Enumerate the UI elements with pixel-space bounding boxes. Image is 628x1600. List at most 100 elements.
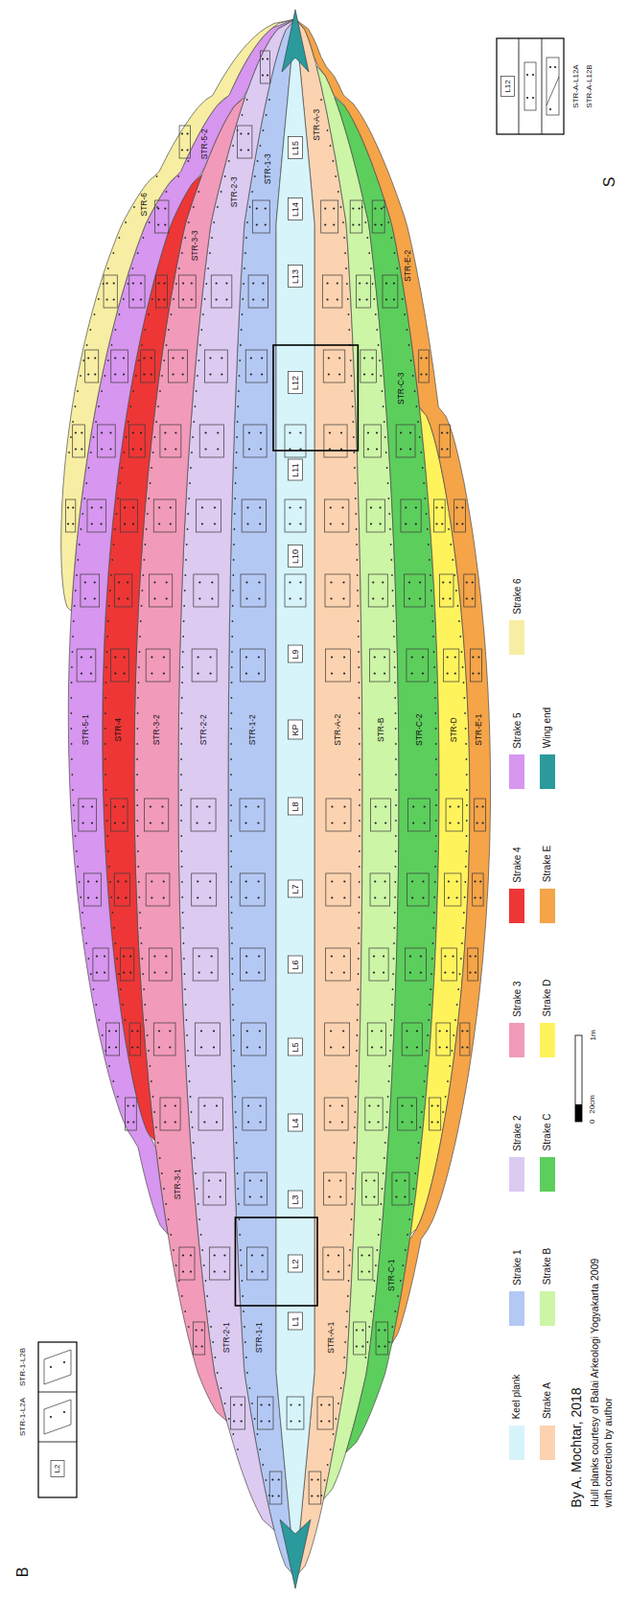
lug-hole (182, 298, 185, 301)
dowel-dot (232, 973, 234, 976)
dowel-dot (139, 927, 142, 930)
dowel-dot (178, 267, 181, 270)
dowel-dot (343, 1356, 346, 1359)
lashing-lug (440, 574, 454, 607)
dowel-dot (355, 543, 358, 546)
lug-hole (425, 356, 428, 359)
lug-hole (368, 1120, 371, 1123)
dowel-dot (72, 620, 75, 623)
lug-hole (416, 1046, 419, 1048)
lug-hole (371, 1046, 373, 1048)
dowel-dot (181, 712, 184, 715)
lug-hole (190, 298, 193, 301)
lug-hole (200, 1029, 203, 1032)
dowel-dot (234, 466, 237, 469)
lug-hole (338, 356, 341, 359)
lug-hole (381, 597, 384, 600)
dowel-dot (326, 1464, 329, 1466)
lashing-lug (397, 1097, 418, 1131)
lug-hole (67, 506, 70, 509)
dowel-dot (68, 451, 70, 454)
dowel-dot (337, 190, 340, 193)
lashing-lug (256, 1396, 274, 1430)
dowel-dot (431, 957, 434, 960)
strake-band (61, 19, 296, 612)
dowel-dot (461, 942, 464, 945)
lug-hole (181, 148, 184, 151)
dowel-dot (241, 114, 244, 117)
dowel-dot (465, 727, 467, 730)
dowel-dot (155, 1126, 158, 1129)
dowel-dot (234, 482, 237, 485)
dowel-dot (368, 1325, 371, 1328)
dowel-dot (72, 804, 75, 807)
lashing-lug (323, 349, 346, 383)
dowel-dot (75, 850, 78, 853)
lashing-lug (192, 948, 218, 981)
plank-number-box (288, 880, 303, 898)
dowel-dot (349, 359, 352, 362)
strake-band (68, 19, 296, 1235)
lug-hole (87, 880, 90, 883)
lug-hole (210, 954, 213, 957)
lug-hole (421, 880, 424, 883)
dowel-dot (106, 635, 109, 638)
lug-hole (471, 672, 474, 675)
lug-hole (103, 954, 106, 957)
lug-hole (408, 597, 411, 600)
dowel-dot (184, 988, 187, 991)
dowel-dot (236, 1448, 239, 1451)
dowel-dot (404, 1249, 407, 1252)
dowel-dot (86, 344, 89, 347)
dowel-dot (334, 1418, 337, 1420)
dowel-dot (97, 405, 100, 408)
dowel-dot (463, 911, 466, 914)
lashing-lug (203, 1172, 227, 1206)
dowel-dot (191, 1126, 194, 1129)
dowel-dot (106, 651, 109, 653)
lug-hole (358, 223, 361, 226)
dowel-dot (244, 252, 247, 255)
lug-hole (332, 207, 335, 210)
dowel-dot (70, 681, 73, 684)
lug-hole (448, 597, 451, 600)
lug-hole (526, 73, 529, 76)
dowel-dot (153, 436, 156, 439)
dowel-dot (187, 1065, 190, 1068)
dowel-dot (387, 1095, 390, 1098)
lug-hole (441, 522, 443, 525)
lashing-lug (80, 574, 100, 607)
dowel-dot (463, 681, 466, 684)
dowel-dot (351, 420, 354, 423)
dowel-dot (181, 666, 184, 669)
lug-hole (373, 896, 376, 899)
lug-hole (194, 1345, 197, 1348)
lug-hole (122, 805, 125, 808)
strake-label: STR-3-3 (190, 230, 200, 261)
plank-number-box (288, 372, 303, 395)
dowel-dot (395, 804, 397, 807)
lug-hole (239, 132, 242, 135)
dowel-dot (161, 1172, 163, 1175)
lug-hole (258, 1104, 261, 1107)
lashing-lug (129, 424, 146, 458)
lug-hole (259, 431, 262, 434)
keel-plank-label: L9 (291, 649, 301, 659)
dowel-dot (112, 252, 115, 255)
lug-hole (163, 1120, 166, 1123)
lug-hole (477, 655, 480, 658)
legend-swatch (539, 1425, 556, 1461)
dowel-dot (232, 144, 234, 147)
lug-hole (372, 1195, 375, 1198)
lug-hole (481, 821, 484, 824)
lug-hole (250, 356, 253, 359)
lug-hole (288, 506, 291, 509)
lug-hole (326, 1254, 329, 1256)
lashing-lug (145, 873, 170, 907)
lashing-lug (194, 1023, 220, 1056)
lug-hole (150, 655, 153, 658)
lug-hole (122, 372, 125, 375)
lug-hole (373, 655, 376, 658)
lug-hole (259, 447, 262, 450)
